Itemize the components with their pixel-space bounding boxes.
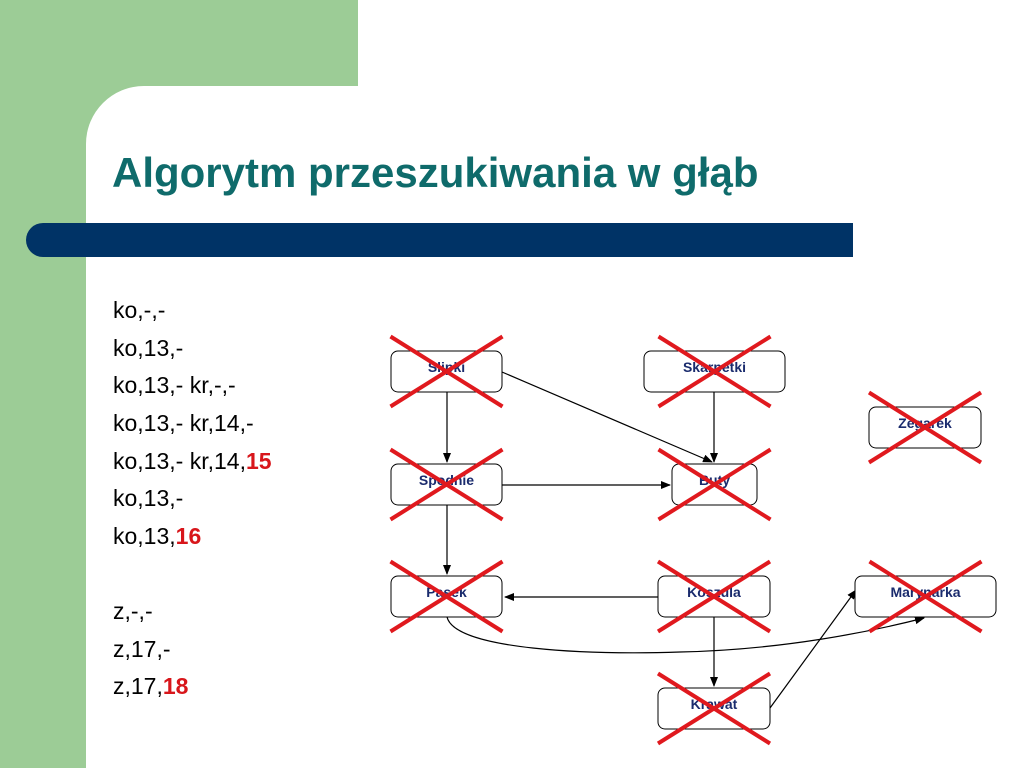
edge-pasek-marynarka (446, 616, 925, 654)
edge-krawat-marynarka (769, 589, 857, 709)
cross-mark-buty (657, 447, 772, 522)
node-label: Buty (699, 472, 730, 488)
step-line: z,17,- (113, 631, 272, 669)
dfs-steps-list: ko,-,- ko,13,- ko,13,- kr,-,- ko,13,- kr,14… (113, 292, 272, 706)
cross-stroke (656, 559, 772, 634)
slide-title: Algorytm przeszukiwania w głąb (112, 149, 759, 196)
cross-stroke (657, 447, 772, 522)
cross-stroke (389, 334, 504, 409)
cross-stroke (868, 559, 983, 634)
node-label: Slipki (428, 359, 465, 375)
step-line: z,17,18 (113, 668, 272, 706)
edge-slipki-buty (501, 371, 713, 463)
step-line: ko,13,- kr,14,15 (113, 443, 272, 481)
cross-mark-krawat (656, 671, 772, 746)
graph-cross-marks (389, 334, 983, 746)
cross-mark-spodnie (389, 447, 504, 522)
cross-mark-skarpetki (657, 334, 772, 409)
step-line: ko,-,- (113, 292, 272, 330)
cross-mark-pasek (389, 559, 504, 634)
graph-edges (443, 371, 925, 709)
cross-stroke (867, 390, 983, 465)
step-line: ko,13,- kr,14,- (113, 405, 272, 443)
step-text: ko,13,- kr,14, (113, 447, 246, 474)
step-text: z,-,- (113, 597, 153, 624)
node-label: Marynarka (890, 584, 960, 600)
cross-stroke (389, 447, 504, 522)
step-text: ko,13,- kr,14,- (113, 410, 254, 437)
cross-mark-koszula (656, 559, 772, 634)
title-underline-bar (26, 223, 853, 257)
step-line: ko,13,- (113, 330, 272, 368)
cross-mark-slipki (389, 334, 504, 409)
step-text: z,17, (113, 673, 163, 700)
step-text: z,17,- (113, 635, 171, 662)
step-text: ko,13,- (113, 334, 184, 361)
cross-stroke (389, 559, 504, 634)
cross-mark-marynarka (868, 559, 983, 634)
step-line: ko,13,- kr,-,- (113, 367, 272, 405)
step-line: ko,13,- (113, 480, 272, 518)
step-finish-time: 18 (162, 673, 189, 700)
step-finish-time: 16 (175, 523, 202, 550)
step-line: ko,13,16 (113, 518, 272, 556)
cross-mark-zegarek (867, 390, 983, 465)
step-text: ko,13,- kr,-,- (113, 372, 236, 399)
step-text: ko,13,- (113, 485, 184, 512)
step-line: z,-,- (113, 593, 272, 631)
step-finish-time: 15 (245, 447, 272, 474)
content-panel (86, 86, 1024, 768)
step-text: ko,-,- (113, 297, 166, 323)
cross-stroke (657, 334, 772, 409)
step-text: ko,13, (113, 523, 176, 550)
cross-stroke (656, 671, 772, 746)
